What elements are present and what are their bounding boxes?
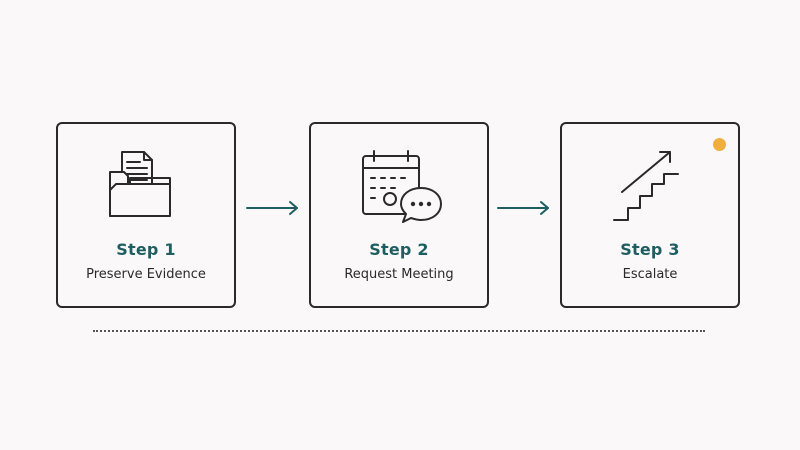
folder-document-icon xyxy=(109,151,171,217)
step-title: Step 1 xyxy=(116,240,176,259)
step-label: Request Meeting xyxy=(344,267,454,282)
accent-dot xyxy=(713,138,726,151)
step-title: Step 2 xyxy=(369,240,429,259)
step-card-preserve-evidence: Step 1 Preserve Evidence xyxy=(56,122,236,308)
step-card-request-meeting: Step 2 Request Meeting xyxy=(309,122,489,308)
arrow-right-icon xyxy=(246,201,298,215)
step-label: Escalate xyxy=(622,267,678,282)
step-card-escalate: Step 3 Escalate xyxy=(560,122,740,308)
arrow-right-icon xyxy=(497,201,549,215)
step-label: Preserve Evidence xyxy=(86,267,206,282)
step-title: Step 3 xyxy=(620,240,680,259)
calendar-chat-icon xyxy=(362,150,442,223)
dotted-divider xyxy=(93,330,705,332)
stairs-arrow-icon xyxy=(613,151,679,221)
